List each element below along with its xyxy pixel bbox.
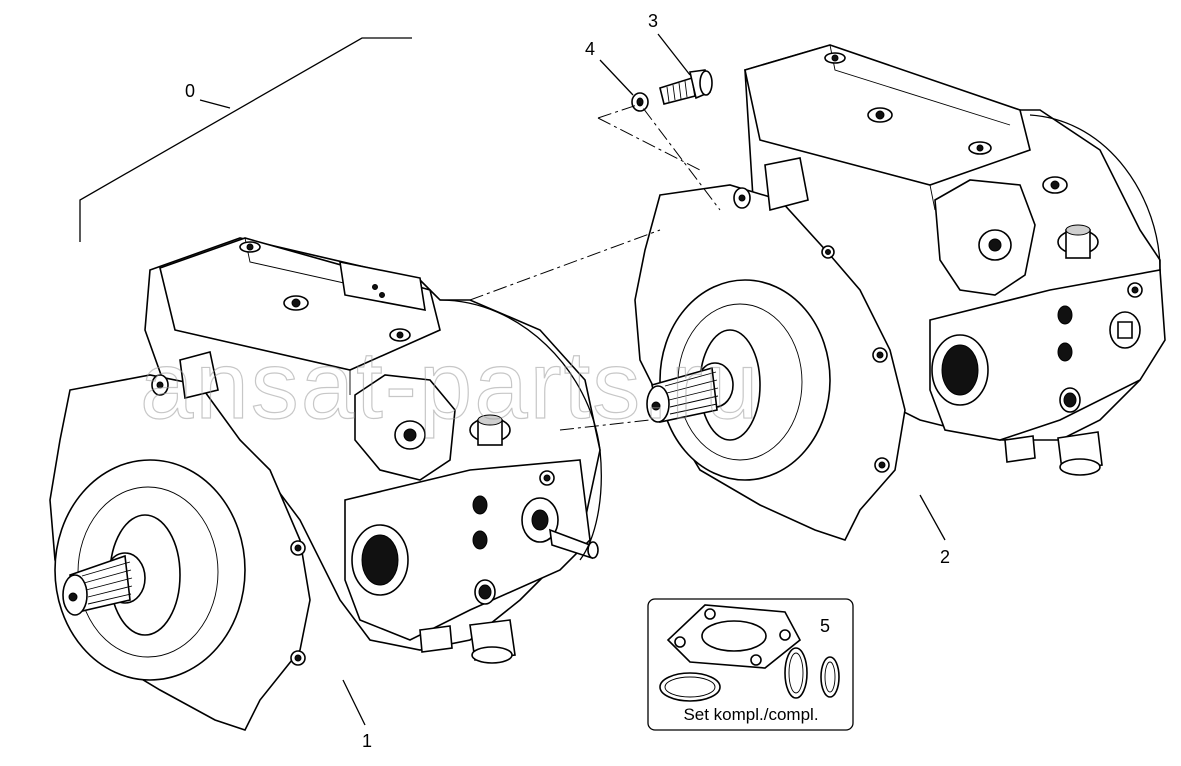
callout-5: 5 xyxy=(820,616,830,636)
callout-4: 4 xyxy=(585,39,595,59)
kit-label: Set kompl./compl. xyxy=(683,705,818,724)
callout-3: 3 xyxy=(648,11,658,31)
bolt-part xyxy=(659,69,713,105)
seal-kit-box: 5 Set kompl./compl. xyxy=(647,598,854,731)
pump-left xyxy=(49,237,602,731)
assembly-lines xyxy=(469,103,721,431)
pump-right xyxy=(634,44,1166,541)
washer-part xyxy=(631,92,649,112)
leader-lines xyxy=(79,33,946,726)
callout-0: 0 xyxy=(185,81,195,101)
watermark: ansat-parts.ru xyxy=(140,332,760,439)
callout-2: 2 xyxy=(940,547,950,567)
callout-1: 1 xyxy=(362,731,372,751)
